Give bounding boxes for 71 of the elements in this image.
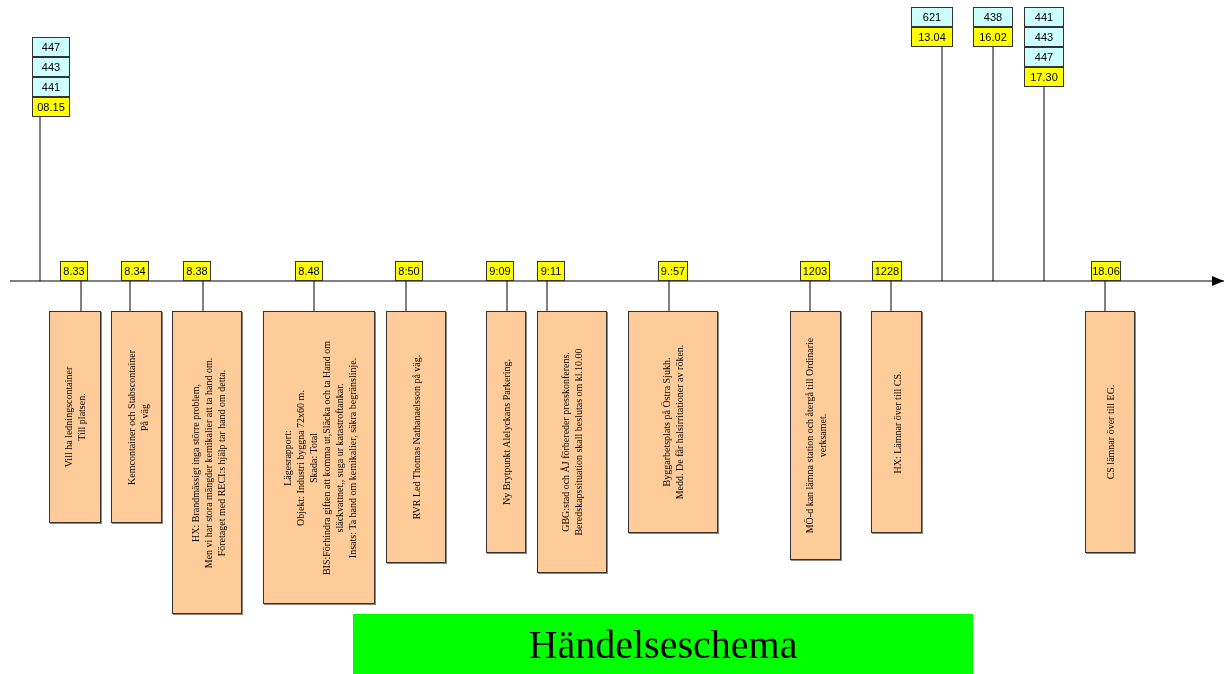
event-text: HX: Lämnar över till CS. xyxy=(890,371,903,473)
connector-line xyxy=(202,280,204,312)
time-label: 8.48 xyxy=(295,261,323,281)
event-box xyxy=(49,311,101,523)
time-label: 1228 xyxy=(872,261,902,281)
event-text: Till platsen. xyxy=(75,393,88,441)
event-box xyxy=(537,311,607,573)
connector-line xyxy=(313,280,315,312)
event-text: Men vi har stora mängder kemikalier att ta hand om. xyxy=(201,357,214,568)
event-text: Insats: Ta hand om kemikalier, säkra begränslinje. xyxy=(345,357,358,558)
unit-number-cell: 447 xyxy=(1024,47,1064,67)
event-box xyxy=(790,311,841,560)
time-label: 18.06 xyxy=(1091,261,1121,281)
title: Händelseschema xyxy=(528,620,798,668)
event-text: MÖ-d kan lämna station och återgå till Ordinarie verksamet. xyxy=(802,336,829,536)
time-label: 8.33 xyxy=(60,261,88,281)
event-text: BIS:Förhindra giften att komma ut,Släcka och ta Hand om släckvattnet,, suga ur katastroftankar. xyxy=(319,339,345,577)
event-text: Ny Brytpunkt Alelyckans Parkering. xyxy=(499,358,513,506)
unit-number-cell: 443 xyxy=(1024,27,1064,47)
time-label: 9:11 xyxy=(537,261,565,281)
time-label: 8.38 xyxy=(183,261,211,281)
event-box xyxy=(386,311,446,563)
unit-number-cell: 443 xyxy=(32,57,70,77)
connector-line xyxy=(405,280,407,312)
unit-number-cell: 447 xyxy=(32,37,70,57)
time-label: 16.02 xyxy=(973,27,1013,47)
event-text: Lägesrapport: xyxy=(280,429,293,486)
time-label: 8:50 xyxy=(395,261,423,281)
event-box xyxy=(1085,311,1135,553)
event-box xyxy=(111,311,162,523)
event-text: HX: Brandmässigt inga större problem, xyxy=(187,383,201,542)
event-box xyxy=(172,311,242,614)
connector-line xyxy=(506,280,508,312)
event-box xyxy=(628,311,718,533)
event-text: CS lämnar över till EG. xyxy=(1103,384,1117,480)
connector-line xyxy=(890,280,892,312)
event-text: På väg xyxy=(136,403,150,431)
time-label: 9.:57 xyxy=(658,261,688,281)
event-text: Kemcontainer och Stabscontainer xyxy=(123,349,137,485)
connector-line xyxy=(39,116,41,282)
event-text: Vill ha ledningscontainer xyxy=(62,366,75,468)
time-label: 9:09 xyxy=(486,261,514,281)
connector-line xyxy=(809,280,811,312)
unit-number-cell: 621 xyxy=(911,7,953,27)
event-text: Medd. De får halsirritationer av röken. xyxy=(673,344,686,500)
unit-number-cell: 441 xyxy=(1024,7,1064,27)
time-label: 08.15 xyxy=(32,97,70,117)
event-text: Beredskapssituation skall beslutas om kl.10.00 xyxy=(572,348,585,536)
time-label: 17.30 xyxy=(1024,67,1064,87)
time-label: 8.34 xyxy=(121,261,149,281)
event-text: Byggarbetsplats på Östra Sjukh. xyxy=(660,357,673,487)
unit-number-cell: 438 xyxy=(973,7,1013,27)
event-text: Företaget med RECI:s hjälp tar hand om detta. xyxy=(214,369,227,556)
connector-line xyxy=(1104,280,1106,312)
event-box xyxy=(263,311,375,604)
event-text: Objekt: Industri byggna 72x60 m. xyxy=(293,389,306,526)
connector-line xyxy=(941,46,943,282)
event-text: Skada: Total xyxy=(306,432,319,483)
connector-line xyxy=(546,280,548,312)
connector-line xyxy=(129,280,131,312)
connector-line xyxy=(1043,86,1045,282)
event-text: GBG:stad och ÅJ förbereder presskonferens. xyxy=(559,352,572,532)
connector-line xyxy=(80,280,82,312)
event-box xyxy=(486,311,526,553)
time-label: 13.04 xyxy=(911,27,953,47)
event-text: RVR Led Thomas Nathanaelsson på väg. xyxy=(409,354,423,520)
unit-number-cell: 441 xyxy=(32,77,70,97)
time-label: 1203 xyxy=(800,261,830,281)
event-box xyxy=(871,311,922,533)
connector-line xyxy=(992,46,994,282)
connector-line xyxy=(668,280,670,312)
